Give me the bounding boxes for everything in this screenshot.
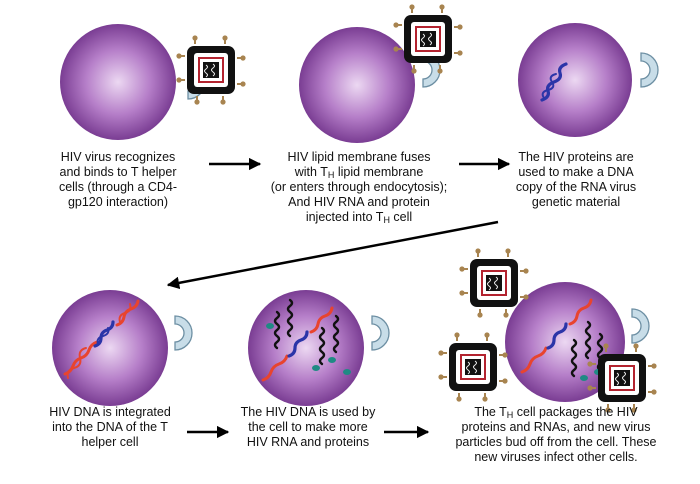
caption-line: The TH cell packages the HIV: [428, 405, 684, 420]
caption-line: genetic material: [492, 195, 660, 210]
t-helper-cell-1: [60, 24, 176, 140]
caption-line: gp120 interaction): [20, 195, 216, 210]
caption-line: copy of the RNA virus: [492, 180, 660, 195]
t-helper-cell-3: [518, 23, 632, 137]
caption-text: proteins and RNAs, and new virus: [461, 420, 651, 434]
caption-line: injected into TH cell: [254, 210, 464, 225]
caption-text: genetic material: [531, 195, 621, 209]
caption-line: used to make a DNA: [492, 165, 660, 180]
caption-line: and binds to T helper: [20, 165, 216, 180]
integrated-dna-4: [63, 299, 140, 379]
caption-line: HIV virus recognizes: [20, 150, 216, 165]
caption-text: particles bud off from the cell. These: [455, 435, 657, 449]
caption-text: into the DNA of the T: [52, 420, 168, 434]
caption-text: HIV lipid membrane fuses: [287, 150, 431, 164]
viral-proteins-5: [266, 323, 351, 375]
caption-text: injected into T: [305, 210, 384, 224]
caption-text: (or enters through endocytosis);: [270, 180, 448, 194]
caption-subscript: H: [327, 170, 335, 180]
dna-copy-3: [540, 62, 568, 102]
caption-line: the cell to make more: [218, 420, 398, 435]
caption-text: used to make a DNA: [518, 165, 634, 179]
cd4-receptor-5: [371, 315, 390, 351]
caption-line: into the DNA of the T: [22, 420, 198, 435]
caption-text: helper cell: [81, 435, 139, 449]
caption-text: and binds to T helper: [59, 165, 177, 179]
caption-subscript: H: [383, 215, 390, 225]
caption-text: The HIV proteins are: [518, 150, 634, 164]
caption-text: HIV RNA and proteins: [246, 435, 370, 449]
caption-text: cells (through a CD4-: [58, 180, 178, 194]
caption-text: with T: [294, 165, 328, 179]
caption-text: new viruses infect other cells.: [474, 450, 638, 464]
caption-line: HIV lipid membrane fuses: [254, 150, 464, 165]
cd4-receptor-3: [640, 52, 659, 88]
caption-text: The T: [474, 405, 507, 419]
caption-line: proteins and RNAs, and new virus: [428, 420, 684, 435]
hiv-virion-6b: [438, 332, 508, 402]
caption-text: lipid membrane: [334, 165, 424, 179]
caption-line: helper cell: [22, 435, 198, 450]
t-helper-cell-4: [52, 290, 168, 406]
caption-line: The HIV proteins are: [492, 150, 660, 165]
caption-line: new viruses infect other cells.: [428, 450, 684, 465]
caption-line: The HIV DNA is used by: [218, 405, 398, 420]
caption-subscript: H: [506, 410, 514, 420]
cd4-receptor-6: [631, 308, 650, 344]
integrated-dna-6: [520, 298, 593, 374]
caption-text: copy of the RNA virus: [515, 180, 637, 194]
t-helper-cell-5: [248, 290, 364, 406]
caption-text: the cell to make more: [248, 420, 368, 434]
caption-line: HIV DNA is integrated: [22, 405, 198, 420]
caption-line: particles bud off from the cell. These: [428, 435, 684, 450]
caption-line: with TH lipid membrane: [254, 165, 464, 180]
t-helper-cell-2: [299, 27, 415, 143]
caption-line: cells (through a CD4-: [20, 180, 216, 195]
caption-line: (or enters through endocytosis);: [254, 180, 464, 195]
caption-text: The HIV DNA is used by: [240, 405, 376, 419]
caption-line: And HIV RNA and protein: [254, 195, 464, 210]
caption-text: gp120 interaction): [67, 195, 169, 209]
caption-line: HIV RNA and proteins: [218, 435, 398, 450]
caption-text: cell packages the HIV: [513, 405, 638, 419]
caption-text: cell: [389, 210, 413, 224]
caption-text: And HIV RNA and protein: [288, 195, 430, 209]
caption-text: HIV virus recognizes: [60, 150, 176, 164]
arrow-3-to-4: [166, 220, 499, 290]
caption-text: HIV DNA is integrated: [49, 405, 171, 419]
cd4-receptor-4: [174, 315, 193, 351]
integrated-dna-5: [261, 306, 334, 382]
